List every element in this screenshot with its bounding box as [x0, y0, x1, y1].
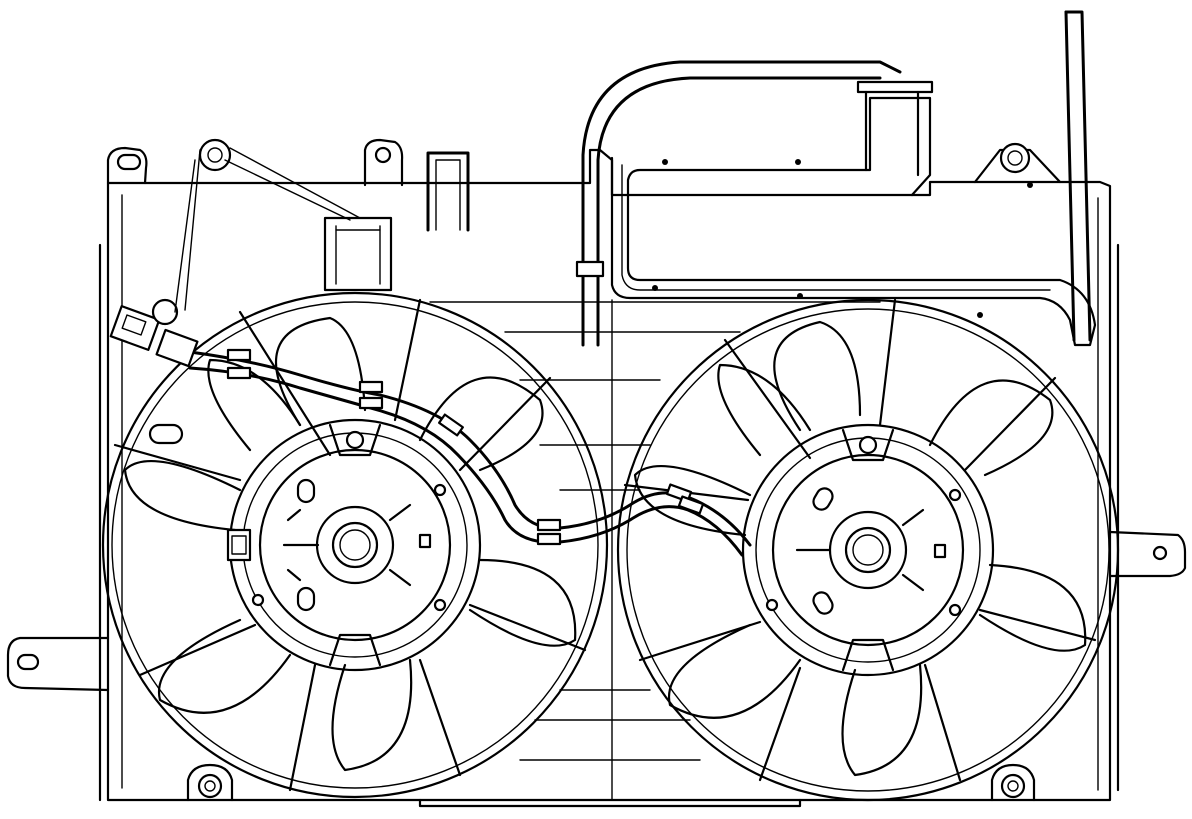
left-fan [101, 291, 609, 799]
right-fan [616, 298, 1120, 802]
mounting-tabs [6, 138, 1187, 802]
harness-clip [226, 348, 252, 362]
harness-clip [358, 380, 384, 394]
harness-clip [536, 518, 562, 532]
harness-clip [226, 366, 252, 380]
right-fan-struts [623, 298, 1097, 782]
reservoir-and-hose [575, 10, 1097, 347]
harness-clip [438, 413, 464, 437]
left-fan-struts [113, 298, 587, 792]
right-fan-blades [633, 320, 1087, 777]
left-fan-ring [101, 291, 609, 799]
electrical-connector [109, 298, 199, 368]
right-fan-ring [616, 298, 1120, 802]
left-fan-blades [123, 316, 577, 772]
wire-harness [109, 147, 752, 557]
harness-clip [536, 532, 562, 546]
shroud-frame [98, 148, 1120, 808]
harness-clip [677, 495, 705, 515]
harness-clip [358, 396, 384, 410]
